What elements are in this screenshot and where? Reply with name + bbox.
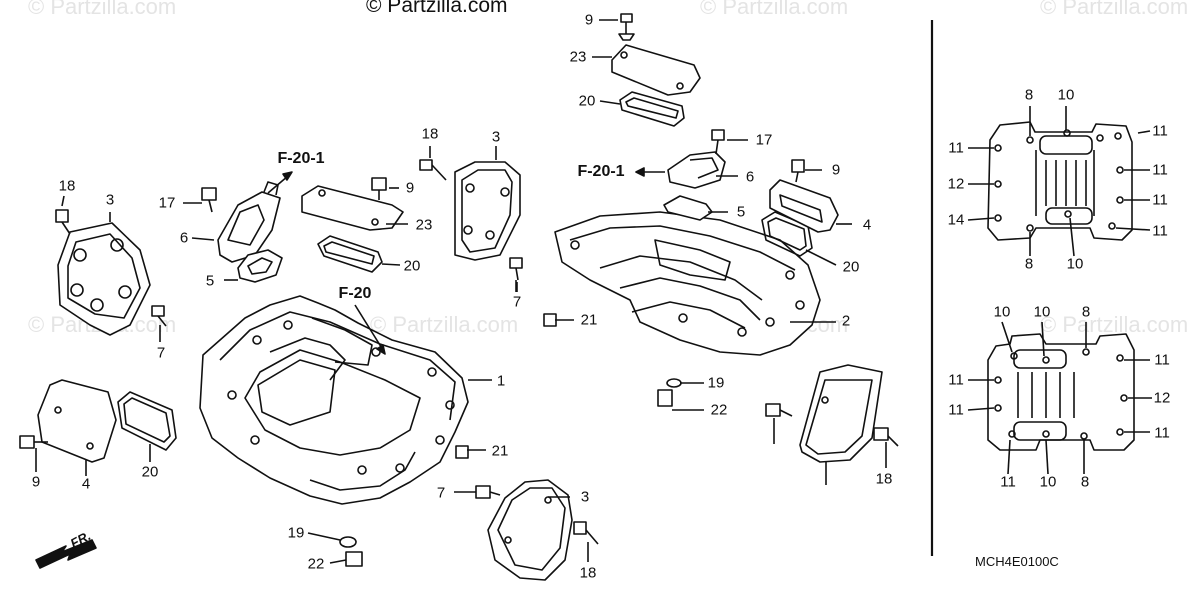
callout-label: 5	[736, 203, 746, 221]
callout-label: 4	[81, 475, 91, 493]
callout-label: 8	[1081, 303, 1091, 321]
reference-label: F-20	[338, 285, 372, 302]
watermark: © Partzilla.com	[1040, 312, 1189, 337]
callout-label: 11	[1152, 161, 1168, 179]
callout-label: 21	[580, 311, 598, 329]
callout-label: 3	[580, 488, 590, 506]
watermark: © Partzilla.com	[370, 312, 519, 337]
callout-label: 11	[948, 139, 964, 157]
diagram-code: MCH4E0100C	[975, 554, 1059, 569]
callout-label: 20	[403, 257, 421, 275]
callout-label: 18	[875, 470, 893, 488]
watermark: © Partzilla.com	[700, 0, 849, 19]
reference-label: F-20-1	[277, 150, 325, 167]
callout-label: 14	[947, 211, 965, 229]
callout-label: 17	[158, 194, 176, 212]
callout-label: 4	[862, 216, 872, 234]
callout-label: 11	[1152, 122, 1168, 140]
callout-label: 9	[831, 161, 841, 179]
watermark: © Partzilla.com	[28, 0, 177, 19]
callout-label: 18	[421, 125, 439, 143]
callout-label: 20	[842, 258, 860, 276]
callout-label: 11	[1154, 424, 1170, 442]
callout-label: 11	[1000, 473, 1016, 491]
callout-label: 8	[1024, 255, 1034, 273]
callout-label: 18	[579, 564, 597, 582]
callout-label: 20	[578, 92, 596, 110]
callout-label: 3	[491, 128, 501, 146]
callout-label: 21	[491, 442, 509, 460]
callout-label: 9	[405, 179, 415, 197]
callout-label: 11	[1152, 222, 1168, 240]
callout-label: 10	[993, 303, 1011, 321]
callout-label: 9	[31, 473, 41, 491]
callout-label: 11	[1152, 191, 1168, 209]
callout-label: 23	[415, 216, 433, 234]
callout-label: 6	[745, 168, 755, 186]
callout-label: 3	[105, 191, 115, 209]
callout-label: 23	[569, 48, 587, 66]
callout-label: 10	[1066, 255, 1084, 273]
callout-label: 7	[436, 484, 446, 502]
callout-label: 12	[947, 175, 965, 193]
watermark: © Partzilla.com	[1040, 0, 1189, 19]
callout-label: 10	[1033, 303, 1051, 321]
callout-label: 11	[948, 401, 964, 419]
callout-label: 10	[1057, 86, 1075, 104]
callout-label: 11	[1154, 351, 1170, 369]
callout-label: 9	[584, 11, 594, 29]
callout-label: 6	[179, 229, 189, 247]
callout-label: 12	[1153, 389, 1171, 407]
callout-label: 22	[710, 401, 728, 419]
callout-label: 20	[141, 463, 159, 481]
callout-label: 22	[307, 555, 325, 573]
callout-label: 11	[948, 371, 964, 389]
reference-label: F-20-1	[577, 163, 625, 180]
callout-label: 8	[1080, 473, 1090, 491]
callout-label: 8	[1024, 86, 1034, 104]
callout-label: 5	[205, 272, 215, 290]
copyright-text: © Partzilla.com	[366, 0, 508, 17]
callout-label: 10	[1039, 473, 1057, 491]
callout-label: 19	[287, 524, 305, 542]
callout-label: 7	[512, 293, 522, 311]
callout-label: 19	[707, 374, 725, 392]
callout-label: 18	[58, 177, 76, 195]
callout-label: 17	[755, 131, 773, 149]
callout-label: 7	[156, 344, 166, 362]
callout-label: 1	[496, 372, 506, 390]
callout-label: 2	[841, 312, 851, 330]
